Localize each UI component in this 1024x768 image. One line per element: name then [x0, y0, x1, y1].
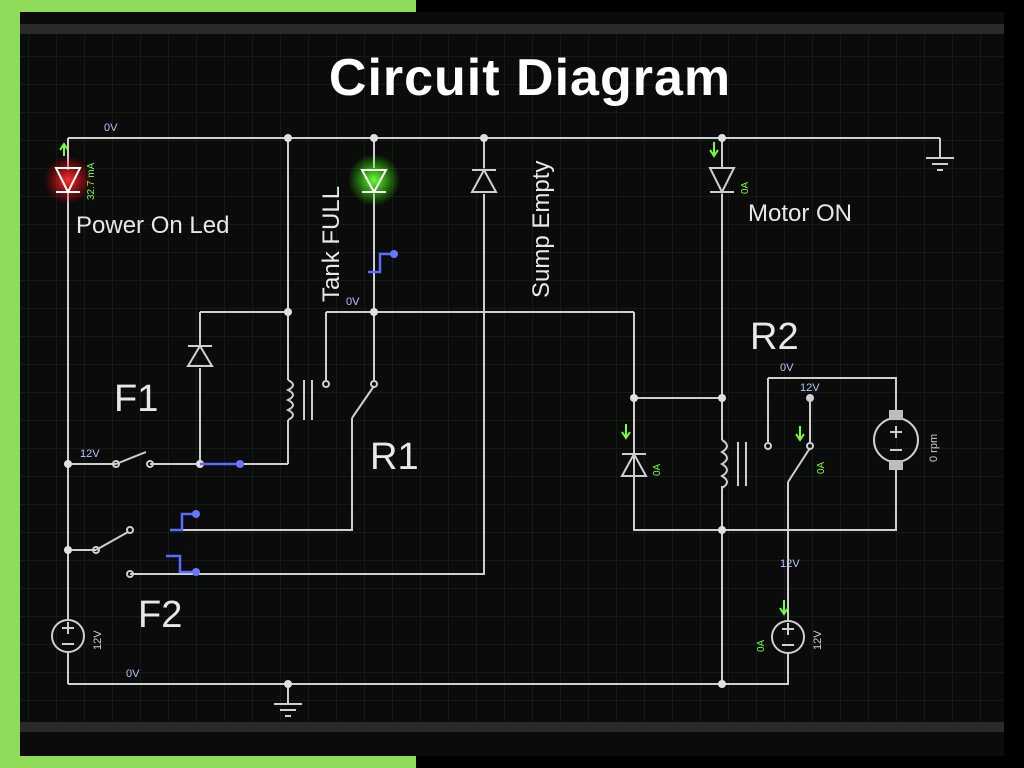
- source-left-voltage: 12V: [92, 630, 104, 650]
- motor-speed: 0 rpm: [928, 433, 940, 462]
- motor-on-label: Motor ON: [748, 200, 853, 227]
- voltage-f1: 12V: [80, 448, 100, 460]
- motor-on-led-icon: [708, 142, 736, 195]
- junctions: [64, 134, 726, 688]
- ground-symbols: [274, 157, 954, 717]
- tank-full-label: Tank FULL: [318, 185, 345, 302]
- voltage-r2-switch: 12V: [800, 382, 820, 394]
- voltage-top-rail: 0V: [104, 122, 118, 134]
- voltage-source-right-icon: [771, 600, 805, 654]
- motor-icon: [873, 410, 919, 470]
- relay-r2-switch-icon: [764, 394, 814, 483]
- voltage-tank: 0V: [346, 296, 360, 308]
- sump-empty-label: Sump Empty: [528, 160, 555, 298]
- float-switch-handles[interactable]: [192, 250, 398, 576]
- voltage-motor-supply: 12V: [780, 558, 800, 570]
- relay-r1-coil-icon: [285, 379, 313, 421]
- r1-label: R1: [370, 436, 419, 478]
- power-led-icon: [54, 142, 82, 195]
- voltage-bottom-rail: 0V: [126, 668, 140, 680]
- r2-label: R2: [750, 316, 799, 358]
- float-switch-traces: [166, 252, 394, 574]
- f2-switch-icon[interactable]: [92, 526, 134, 578]
- toolbar-strip-top: [20, 24, 1004, 34]
- frame-left: [0, 0, 20, 768]
- frame-top: [0, 0, 416, 12]
- f1-switch-icon[interactable]: [112, 451, 154, 468]
- diode-r2-icon: [620, 424, 648, 477]
- sump-empty-led-icon: [470, 167, 498, 193]
- r2-diode-current: 0A: [652, 463, 663, 476]
- frame-bottom: [0, 756, 416, 768]
- f1-label: F1: [114, 378, 159, 420]
- page-title: Circuit Diagram: [328, 49, 732, 107]
- motor-led-current: 0A: [740, 181, 751, 194]
- wires: [67, 137, 941, 704]
- voltage-r2-top: 0V: [780, 362, 794, 374]
- voltage-source-left-icon: [51, 619, 85, 653]
- relay-r2-coil-icon: [720, 439, 747, 489]
- tank-full-led-glow: [348, 154, 400, 206]
- source-right-current: 0A: [756, 639, 767, 652]
- power-on-led-label: Power On Led: [76, 212, 230, 239]
- power-led-current: 32.7 mA: [86, 162, 97, 200]
- diode-r1-icon: [186, 344, 214, 367]
- toolbar-strip-bottom: [20, 722, 1004, 732]
- power-led-glow: [44, 156, 92, 204]
- source-right-voltage: 12V: [812, 630, 824, 650]
- tank-full-led-icon: [360, 169, 388, 195]
- f2-label: F2: [138, 594, 183, 636]
- relay-r1-switch-icon: [322, 380, 378, 419]
- r2-switch-current: 0A: [816, 461, 827, 474]
